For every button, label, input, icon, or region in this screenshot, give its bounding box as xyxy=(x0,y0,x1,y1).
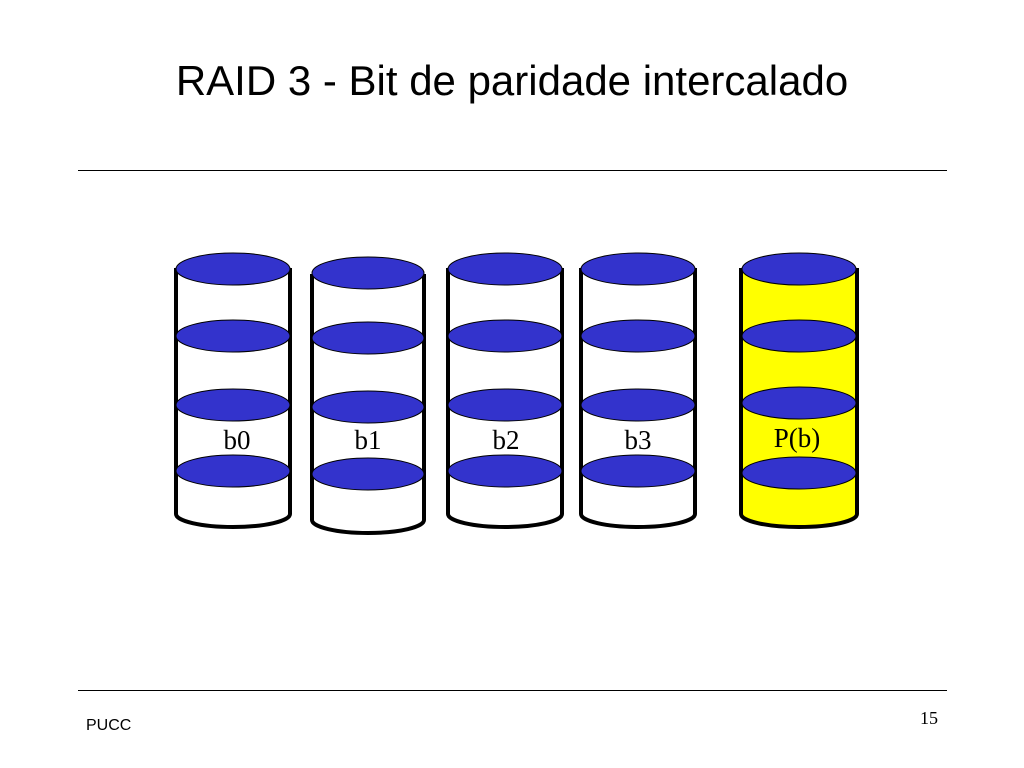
disk-b3-platter-2 xyxy=(580,319,696,353)
disk-b2-label: b2 xyxy=(493,425,520,455)
disk-parity-label: P(b) xyxy=(774,423,821,453)
disk-b1-platter-3 xyxy=(311,390,425,424)
disk-b0-platter-1 xyxy=(175,252,291,286)
disk-b1-label: b1 xyxy=(355,425,382,455)
page-number: 15 xyxy=(920,708,938,728)
disk-b1-platter-1 xyxy=(311,256,425,290)
title-divider xyxy=(78,170,947,171)
disk-b0-platter-2 xyxy=(175,319,291,353)
disk-b3-platter-3 xyxy=(580,388,696,422)
disk-b3-label: b3 xyxy=(625,425,652,455)
disk-parity-platter-1 xyxy=(741,252,857,286)
disk-b0-platter-3 xyxy=(175,388,291,422)
disk-b3-platter-1 xyxy=(580,252,696,286)
disk-b1-platter-4 xyxy=(311,457,425,491)
disk-b0-platter-4 xyxy=(175,454,291,488)
disk-b1: b1 xyxy=(310,256,426,535)
footer-organization: PUCC xyxy=(86,717,132,734)
disk-b0-label: b0 xyxy=(224,425,251,455)
disk-parity-platter-4 xyxy=(741,456,857,490)
disk-b3-platter-4 xyxy=(580,454,696,488)
disk-parity-platter-2 xyxy=(741,319,857,353)
disk-b3: b3 xyxy=(579,252,697,529)
disk-b0: b0 xyxy=(174,252,292,529)
footer-divider xyxy=(78,690,947,691)
slide-title: RAID 3 - Bit de paridade intercalado xyxy=(175,57,849,104)
disk-b1-platter-2 xyxy=(311,321,425,355)
disk-b2-platter-4 xyxy=(447,454,563,488)
disk-parity-platter-3 xyxy=(741,386,857,420)
disk-b2-platter-1 xyxy=(447,252,563,286)
disk-b2-platter-3 xyxy=(447,388,563,422)
disk-b2: b2 xyxy=(446,252,564,529)
disk-parity: P(b) xyxy=(739,252,859,529)
disk-b2-platter-2 xyxy=(447,319,563,353)
